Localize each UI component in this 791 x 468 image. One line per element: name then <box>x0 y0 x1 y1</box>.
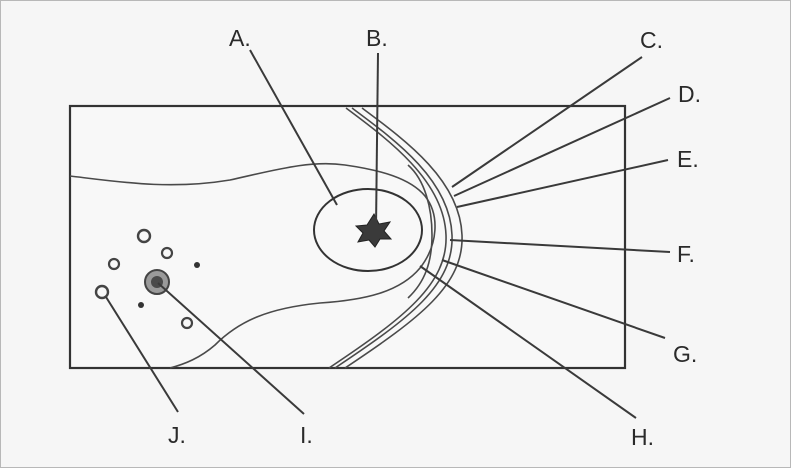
leader-line-i <box>157 282 305 415</box>
leader-line-h <box>419 265 637 419</box>
label-f: F. <box>677 241 695 267</box>
envelope-curve-3 <box>328 107 447 369</box>
vesicle <box>107 257 121 271</box>
leader-line-g <box>441 259 666 339</box>
envelope-curve-outer <box>344 107 463 369</box>
vesicle <box>180 316 194 330</box>
vesicle <box>160 246 174 260</box>
leader-line-a <box>249 49 338 206</box>
vesicle <box>136 228 152 244</box>
label-h: H. <box>631 424 654 450</box>
leader-line-j <box>105 296 179 413</box>
envelope-curve-inner <box>407 164 433 299</box>
envelope-curve-2 <box>334 107 453 369</box>
label-c: C. <box>640 27 663 53</box>
leader-line-e <box>456 159 669 208</box>
label-e: E. <box>677 146 699 172</box>
cytoplasm-boundary <box>69 162 436 369</box>
vesicle <box>94 284 110 300</box>
label-j: J. <box>168 422 186 448</box>
outer-boundary <box>68 104 627 370</box>
leader-line-c <box>451 56 643 188</box>
granule <box>194 262 200 268</box>
label-b: B. <box>366 25 388 51</box>
leader-line-d <box>453 97 671 197</box>
label-g: G. <box>673 341 697 367</box>
granule <box>138 302 144 308</box>
label-i: I. <box>300 422 313 448</box>
nucleus <box>313 188 423 272</box>
nucleolus <box>354 212 393 248</box>
leader-line-f <box>449 239 671 253</box>
leader-line-b <box>375 52 379 229</box>
label-a: A. <box>229 25 251 51</box>
label-d: D. <box>678 81 701 107</box>
